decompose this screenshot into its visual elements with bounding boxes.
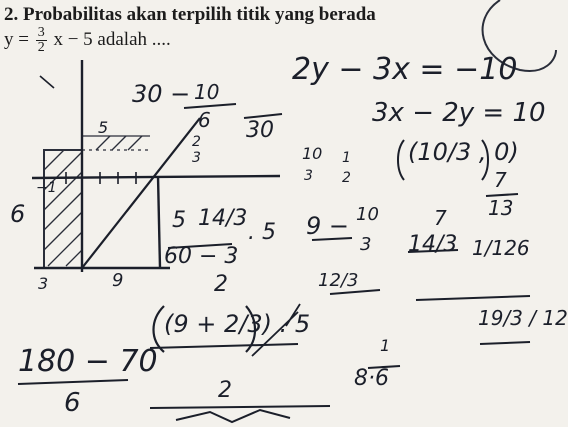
equation-fraction: 3 2 — [35, 25, 47, 55]
twelve-3: 12/3 — [318, 270, 359, 291]
mid-14-3: 14/3 — [198, 206, 248, 231]
equation-fraction-num: 3 — [35, 25, 47, 41]
pen-circle — [481, 0, 557, 72]
paren-right — [245, 305, 257, 353]
equation-2: 3x − 2y = 10 — [372, 98, 546, 128]
mid-dot-5: . 5 — [248, 220, 276, 245]
handwritten-sketch — [17, 0, 557, 424]
paren-expression: (9 + 2/3) . 5 — [164, 310, 311, 338]
graph-label-3-bottom: 3 — [38, 274, 49, 293]
seven-13-den: 13 — [488, 196, 514, 220]
axis-ticks — [65, 172, 137, 184]
paren-left — [152, 305, 165, 353]
seven-13-num: 7 — [494, 168, 507, 192]
frac-10-3-den: 3 — [304, 168, 313, 184]
equation-rest: x − 5 adalah .... — [53, 28, 171, 50]
frac-1-2-den: 2 — [342, 170, 351, 186]
diagonal-line-2 — [39, 75, 55, 89]
top-expression: 30 − — [132, 80, 191, 108]
graph-label-2: 2 — [192, 134, 201, 150]
frac-10-3-num: 10 — [302, 144, 323, 163]
mid-60-3: 60 − 3 — [164, 244, 239, 269]
nine-minus: 9 − — [306, 212, 350, 240]
upper-bound — [31, 174, 281, 180]
brace-fraction — [251, 303, 301, 357]
eight-6: 8·6 — [354, 366, 389, 391]
nine-frac-num: 10 — [356, 204, 379, 225]
graph-label-6: 6 — [10, 200, 26, 228]
fraction-bars — [17, 103, 531, 409]
big-frac-num: 180 − 70 — [18, 344, 158, 379]
graph-label-3: 3 — [192, 150, 201, 166]
seven: 7 — [434, 206, 447, 230]
equation-1: 2y − 3x = −10 — [292, 52, 518, 87]
big-frac-den: 6 — [64, 388, 81, 418]
point-bracket-right — [481, 139, 489, 181]
question-text: Probabilitas akan terpilih titik yang be… — [23, 4, 376, 25]
intersection-point: (10/3 , 0) — [408, 138, 519, 166]
question-number: 2. — [4, 4, 19, 25]
fourteen-3: 14/3 — [408, 232, 458, 257]
equation-y: y = — [4, 28, 29, 50]
one-over: 1 — [380, 336, 391, 355]
mid-2: 2 — [214, 272, 228, 297]
graph-label-neg1: −1 — [36, 180, 57, 196]
mid-5: 5 — [172, 208, 186, 233]
scribble — [175, 408, 291, 424]
question-line-2: y = 3 2 x − 5 adalah .... — [4, 26, 171, 55]
top-frac-num: 10 — [194, 80, 220, 104]
top-frac-den: 6 — [198, 108, 211, 132]
point-bracket-left — [397, 139, 405, 181]
question-line-1: 2. Probabilitas akan terpilih titik yang… — [4, 4, 376, 26]
diagonal-line — [81, 117, 201, 269]
graph-label-9: 9 — [112, 270, 124, 291]
top-den: 30 — [246, 118, 274, 143]
nine-frac-den: 3 — [360, 234, 372, 255]
paren-den: 2 — [218, 378, 232, 403]
one-126: 1/126 — [472, 236, 530, 260]
graph-label-5: 5 — [98, 118, 109, 137]
frac-1-2-num: 1 — [342, 150, 351, 166]
nineteen-3-12: 19/3 / 12 — [478, 306, 568, 330]
right-bound — [156, 175, 162, 269]
equation-fraction-den: 2 — [37, 40, 45, 55]
